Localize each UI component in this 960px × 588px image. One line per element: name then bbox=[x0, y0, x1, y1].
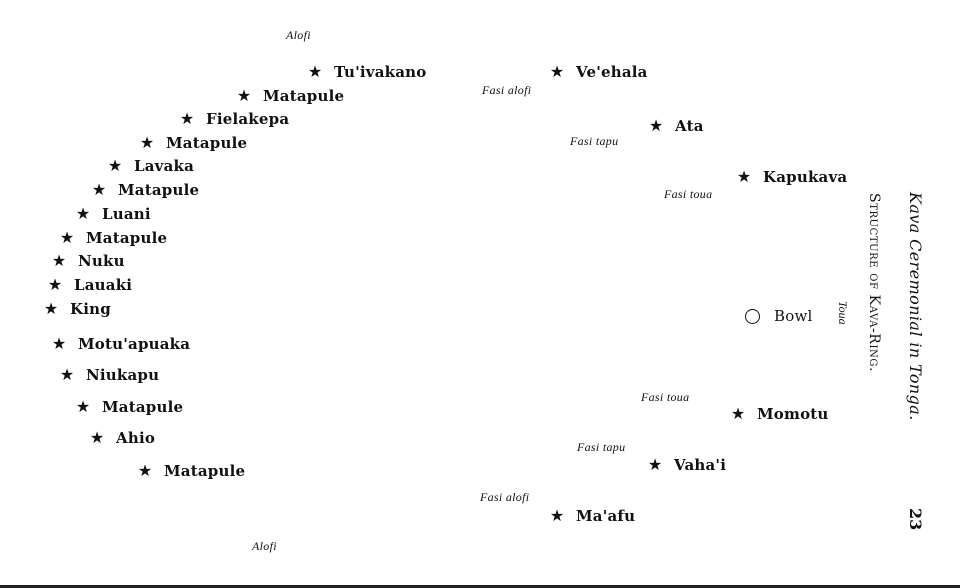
star-icon: ★ bbox=[549, 62, 565, 81]
left-member-niukapu: ★ Niukapu bbox=[58, 365, 159, 385]
star-icon: ★ bbox=[59, 228, 75, 247]
member-name: Ahio bbox=[116, 429, 156, 447]
member-name: Vaha'i bbox=[674, 456, 727, 474]
star-icon: ★ bbox=[179, 109, 195, 128]
member-name: Lavaka bbox=[134, 157, 195, 175]
star-icon: ★ bbox=[107, 156, 123, 175]
left-member-matapule-3: ★ Matapule bbox=[90, 180, 199, 200]
member-name: Nuku bbox=[78, 252, 125, 270]
star-icon: ★ bbox=[51, 251, 67, 270]
fasi-label: Fasi toua bbox=[664, 187, 713, 201]
star-icon: ★ bbox=[736, 167, 752, 186]
right-member-vahai: ★ Vaha'i bbox=[646, 455, 726, 475]
member-name: Ata bbox=[675, 117, 704, 135]
star-icon: ★ bbox=[51, 334, 67, 353]
member-name: Motu'apuaka bbox=[78, 335, 191, 353]
left-member-tuivakano: ★ Tu'ivakano bbox=[306, 62, 426, 82]
left-member-king: ★ King bbox=[42, 299, 111, 319]
right-member-kapukava: ★ Kapukava bbox=[735, 167, 847, 187]
bottom-rule bbox=[0, 585, 960, 588]
member-name: Matapule bbox=[166, 134, 248, 152]
fasi-label: Fasi toua bbox=[641, 390, 690, 404]
star-icon: ★ bbox=[47, 275, 63, 294]
member-name: Matapule bbox=[102, 398, 184, 416]
left-member-motuapuaka: ★ Motu'apuaka bbox=[50, 334, 190, 354]
star-icon: ★ bbox=[75, 397, 91, 416]
left-member-matapule-6: ★ Matapule bbox=[136, 461, 245, 481]
left-member-luani: ★ Luani bbox=[74, 204, 151, 224]
left-member-matapule-2: ★ Matapule bbox=[138, 133, 247, 153]
star-icon: ★ bbox=[59, 365, 75, 384]
left-member-nuku: ★ Nuku bbox=[50, 251, 125, 271]
bowl-marker: Bowl bbox=[745, 306, 813, 326]
circle-icon bbox=[745, 308, 760, 324]
member-name: Momotu bbox=[757, 405, 829, 423]
member-name: Fielakepa bbox=[206, 110, 290, 128]
left-member-matapule-4: ★ Matapule bbox=[58, 228, 167, 248]
star-icon: ★ bbox=[647, 455, 663, 474]
member-name: Luani bbox=[102, 205, 151, 223]
right-member-maafu: ★ Ma'afu bbox=[548, 506, 635, 526]
member-name: Niukapu bbox=[86, 366, 160, 384]
star-icon: ★ bbox=[91, 180, 107, 199]
right-member-ata: ★ Ata bbox=[647, 116, 704, 136]
member-name: Tu'ivakano bbox=[334, 63, 427, 81]
star-icon: ★ bbox=[139, 133, 155, 152]
left-member-lauaki: ★ Lauaki bbox=[46, 275, 132, 295]
bowl-label: Bowl bbox=[774, 307, 813, 325]
toua-label: Toua bbox=[836, 301, 850, 325]
star-icon: ★ bbox=[75, 204, 91, 223]
running-title: Kava Ceremonial in Tonga. bbox=[906, 192, 925, 421]
fasi-label: Fasi tapu bbox=[570, 134, 619, 148]
fasi-label: Fasi alofi bbox=[480, 490, 530, 504]
member-name: Ve'ehala bbox=[576, 63, 648, 81]
star-icon: ★ bbox=[236, 86, 252, 105]
star-icon: ★ bbox=[137, 461, 153, 480]
figure-caption: Structure of Kava-Ring. bbox=[866, 193, 882, 372]
member-name: Lauaki bbox=[74, 276, 133, 294]
star-icon: ★ bbox=[730, 404, 746, 423]
alofi-label-top: Alofi bbox=[286, 28, 311, 42]
member-name: King bbox=[70, 300, 111, 318]
page-number: 23 bbox=[906, 508, 925, 531]
left-member-ahio: ★ Ahio bbox=[88, 428, 155, 448]
left-member-lavaka: ★ Lavaka bbox=[106, 156, 194, 176]
member-name: Matapule bbox=[164, 462, 246, 480]
fasi-label: Fasi tapu bbox=[577, 440, 626, 454]
left-member-matapule-1: ★ Matapule bbox=[235, 86, 344, 106]
alofi-label-bottom: Alofi bbox=[252, 539, 277, 553]
star-icon: ★ bbox=[43, 299, 59, 318]
left-member-fielakepa: ★ Fielakepa bbox=[178, 109, 289, 129]
member-name: Matapule bbox=[86, 229, 168, 247]
member-name: Ma'afu bbox=[576, 507, 636, 525]
member-name: Kapukava bbox=[763, 168, 848, 186]
star-icon: ★ bbox=[307, 62, 323, 81]
star-icon: ★ bbox=[549, 506, 565, 525]
member-name: Matapule bbox=[118, 181, 200, 199]
right-member-momotu: ★ Momotu bbox=[729, 404, 829, 424]
right-member-veehala: ★ Ve'ehala bbox=[548, 62, 648, 82]
member-name: Matapule bbox=[263, 87, 345, 105]
fasi-label: Fasi alofi bbox=[482, 83, 532, 97]
star-icon: ★ bbox=[648, 116, 664, 135]
left-member-matapule-5: ★ Matapule bbox=[74, 397, 183, 417]
star-icon: ★ bbox=[89, 428, 105, 447]
